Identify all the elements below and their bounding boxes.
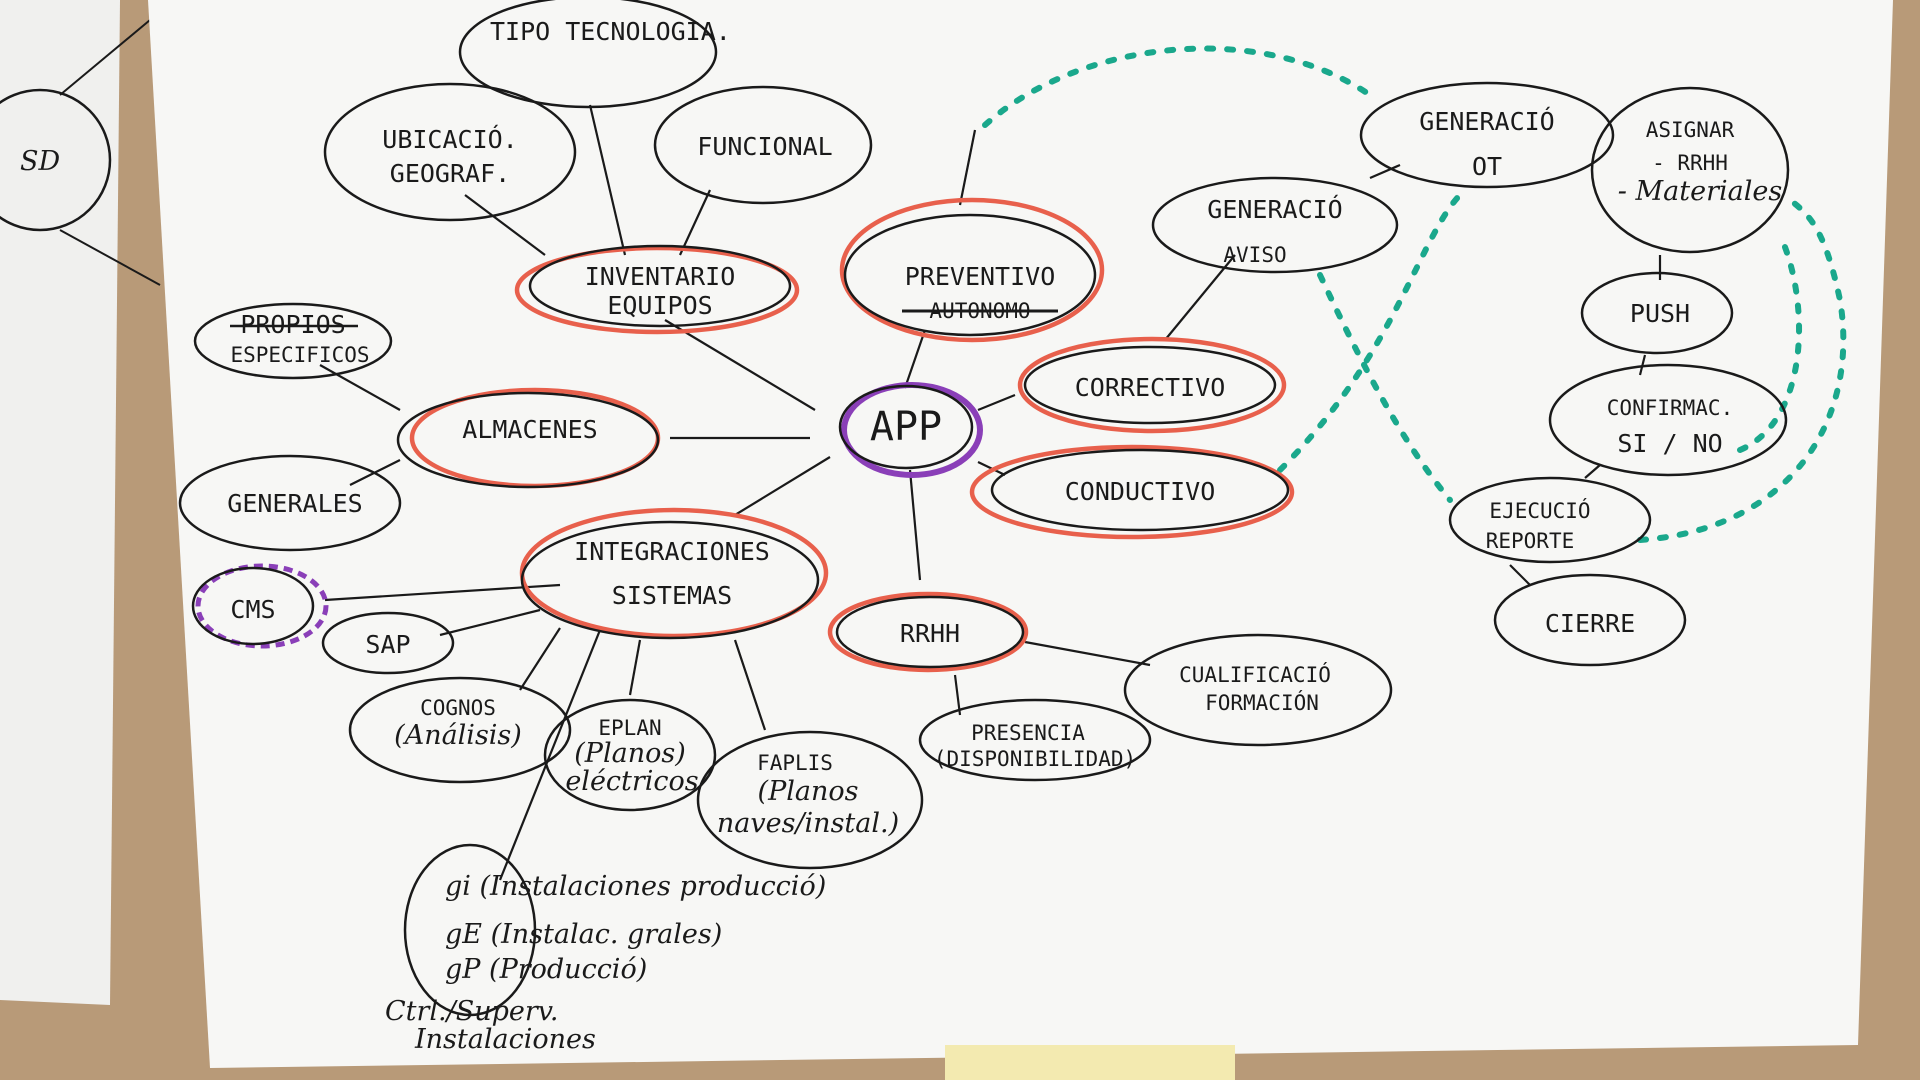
cms-purple-highlight <box>195 563 329 649</box>
node-rrhh: RRHH <box>900 619 960 648</box>
node-generacion-aviso-line2: AVISO <box>1223 243 1286 267</box>
node-eplan-line1: EPLAN <box>598 716 661 740</box>
node-generacion-ot-line2: OT <box>1472 152 1502 181</box>
node-confirmac-line1: CONFIRMAC. <box>1607 396 1733 420</box>
node-presencia-line2: (DISPONIBILIDAD) <box>934 747 1136 771</box>
node-cualificacion-line2: FORMACIÓN <box>1205 690 1319 715</box>
red-highlights <box>409 197 1295 673</box>
node-integraciones-line2: SISTEMAS <box>612 581 732 610</box>
node-inventario-line1: INVENTARIO <box>585 262 736 291</box>
node-integraciones-line1: INTEGRACIONES <box>574 537 770 566</box>
node-confirmac-line2: SI / NO <box>1617 429 1722 458</box>
node-ubicacion-line2: GEOGRAF. <box>390 159 510 188</box>
ctrl-label-line2: Instalaciones <box>414 1024 596 1055</box>
teal-dotted-flows <box>982 45 1847 543</box>
node-eplan-line3: eléctricos <box>565 766 698 797</box>
node-app: APP <box>870 404 942 450</box>
connector-lines <box>319 104 1662 881</box>
node-funcional: FUNCIONAL <box>697 132 832 161</box>
left-paper-sheet <box>0 0 120 1005</box>
node-cierre: CIERRE <box>1545 609 1635 638</box>
node-faplis-line3: naves/instal.) <box>717 808 899 839</box>
sticky-note <box>945 1045 1235 1080</box>
node-faplis-line1: FAPLIS <box>757 751 833 775</box>
node-cualificacion-line1: CUALIFICACIÓ <box>1179 662 1331 687</box>
node-eplan-line2: (Planos) <box>574 738 685 769</box>
node-cognos-line2: (Análisis) <box>394 720 522 751</box>
left-fragment-ellipse <box>0 88 112 232</box>
node-ubicacion-line1: UBICACIÓ. <box>382 124 517 154</box>
node-gi-line3: gP (Producció) <box>445 954 647 985</box>
left-fragment-line <box>59 19 151 96</box>
node-preventivo: PREVENTIVO <box>905 262 1056 291</box>
node-asignar-line2: - RRHH <box>1652 151 1728 175</box>
ctrl-label-line1: Ctrl./Superv. <box>385 996 558 1027</box>
left-fragment-text: SD <box>20 146 60 177</box>
node-asignar-line1: ASIGNAR <box>1646 118 1735 142</box>
node-asignar-line3: - Materiales <box>1618 176 1782 207</box>
node-especificos: ESPECIFICOS <box>230 343 369 367</box>
node-generacion-aviso-line1: GENERACIÓ <box>1207 194 1342 224</box>
left-fragment-line <box>59 229 161 286</box>
node-cognos-line1: COGNOS <box>420 696 496 720</box>
node-correctivo: CORRECTIVO <box>1075 373 1226 402</box>
node-propios-struck: PROPIOS <box>240 310 345 339</box>
node-tipo-tecnologia-line1: TIPO TECNOLOGIA. <box>490 17 731 46</box>
node-ejecucion-line2: REPORTE <box>1486 529 1575 553</box>
node-cms: CMS <box>230 595 275 624</box>
node-generales: GENERALES <box>227 489 362 518</box>
node-gi-line2: gE (Instalac. grales) <box>445 919 722 950</box>
node-inventario-line2: EQUIPOS <box>607 291 712 320</box>
node-generacion-ot-line1: GENERACIÓ <box>1419 106 1554 136</box>
node-sap: SAP <box>365 630 410 659</box>
node-push: PUSH <box>1630 299 1690 328</box>
node-ejecucion-line1: EJECUCIÓ <box>1489 498 1590 523</box>
node-conductivo: CONDUCTIVO <box>1065 477 1216 506</box>
node-faplis-line2: (Planos <box>758 776 859 807</box>
node-outlines <box>178 0 1790 1017</box>
node-presencia-line1: PRESENCIA <box>971 721 1085 745</box>
node-almacenes: ALMACENES <box>462 415 597 444</box>
node-gi-line1: gi (Instalaciones producció) <box>445 871 826 902</box>
